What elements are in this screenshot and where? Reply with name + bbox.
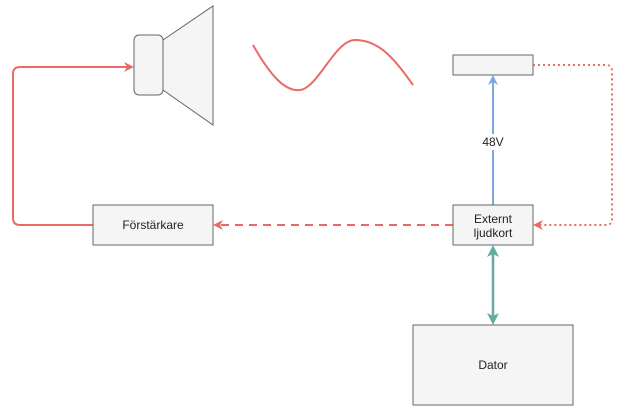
microphone-node[interactable] — [452, 54, 534, 76]
soundcard-node[interactable]: Externt ljudkort — [452, 204, 534, 246]
soundcard-label-line2: ljudkort — [474, 226, 513, 240]
edge-label-48v: 48V — [482, 135, 503, 149]
edge-label-bg — [478, 134, 508, 150]
edge-amplifier-to-speaker — [12, 62, 134, 226]
soundcard-label-line1: Externt — [474, 212, 513, 226]
amplifier-label: Förstärkare — [122, 218, 184, 232]
computer-label: Dator — [478, 358, 507, 372]
amplifier-node[interactable]: Förstärkare — [92, 204, 214, 246]
sound-wave — [252, 38, 414, 92]
computer-node[interactable]: Dator — [412, 324, 574, 406]
edge-microphone-to-soundcard — [533, 64, 613, 230]
speaker-icon — [133, 5, 214, 126]
